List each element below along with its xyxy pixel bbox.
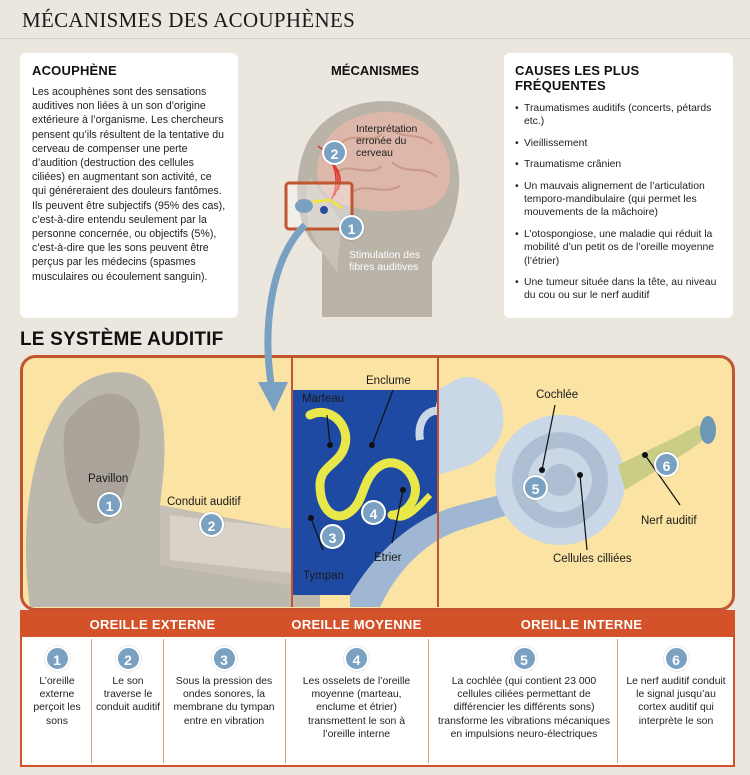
- step-text-4: Les osselets de l’oreille moyenne (marte…: [302, 676, 411, 740]
- mecanismes-heading: MÉCANISMES: [330, 63, 420, 78]
- zoom-arrow: [258, 222, 308, 412]
- mecanisme-step-1-badge: 1: [339, 215, 364, 240]
- step-badge-5: 5: [511, 646, 537, 671]
- page-title: MÉCANISMES DES ACOUPHÈNES: [22, 8, 356, 32]
- step-text-6: Le nerf auditif conduit le signal jusqu’…: [626, 676, 726, 727]
- cause-item: Une tumeur située dans la tête, au nivea…: [515, 276, 722, 303]
- step-column-5: 5 La cochlée (qui contient 23 000 cellul…: [436, 646, 612, 741]
- cause-item: Traumatismes auditifs (concerts, pétards…: [515, 102, 722, 129]
- diagram-badge-2: 2: [199, 512, 224, 537]
- title-divider: [0, 38, 750, 39]
- step-column-3: 3 Sous la pression des ondes sonores, la…: [168, 646, 280, 728]
- causes-list: Traumatismes auditifs (concerts, pétards…: [515, 102, 722, 303]
- step-column-2: 2 Le son traverse le conduit auditif: [94, 646, 162, 715]
- step-column-6: 6 Le nerf auditif conduit le signal jusq…: [623, 646, 729, 728]
- label-enclume: Enclume: [366, 375, 411, 387]
- acouphene-card: ACOUPHÈNE Les acouphènes sont des sensat…: [20, 53, 238, 318]
- diagram-badge-6: 6: [654, 452, 679, 477]
- column-divider: [285, 639, 286, 763]
- acouphene-heading: ACOUPHÈNE: [32, 63, 117, 78]
- step-badge-6: 6: [663, 646, 689, 671]
- section-label-moyenne: OREILLE MOYENNE: [291, 617, 422, 632]
- label-marteau: Marteau: [302, 393, 345, 405]
- label-cochlee: Cochlée: [536, 389, 579, 401]
- section-label-externe: OREILLE EXTERNE: [89, 617, 216, 632]
- step-column-1: 1 L’oreille externe perçoit les sons: [24, 646, 90, 728]
- label-nerf: Nerf auditif: [641, 515, 697, 527]
- interpretation-label: Interprétation erronée du cerveau: [356, 124, 418, 159]
- column-divider: [163, 639, 164, 763]
- cause-item: Un mauvais alignement de l’articulation …: [515, 180, 722, 220]
- cause-item: Traumatisme crânien: [515, 158, 722, 172]
- step-badge-4: 4: [344, 646, 369, 671]
- section-label-interne: OREILLE INTERNE: [520, 617, 643, 632]
- step-text-2: Le son traverse le conduit auditif: [95, 676, 161, 714]
- column-divider: [428, 639, 429, 763]
- diagram-badge-4: 4: [361, 500, 386, 525]
- diagram-badge-3: 3: [320, 524, 345, 549]
- column-divider: [91, 639, 92, 763]
- cause-item: Vieillissement: [515, 137, 722, 151]
- diagram-badge-1: 1: [97, 492, 122, 517]
- stimulation-label: Stimulation des fibres auditives: [349, 250, 421, 273]
- label-conduit: Conduit auditif: [167, 496, 241, 508]
- label-tympan: Tympan: [303, 570, 344, 582]
- section-band: [20, 610, 735, 637]
- causes-heading: CAUSES LES PLUS FRÉQUENTES: [515, 63, 640, 93]
- mecanisme-step-2-badge: 2: [322, 140, 347, 165]
- cause-item: L’otospongiose, une maladie qui réduit l…: [515, 228, 722, 268]
- step-text-1: L’oreille externe perçoit les sons: [33, 676, 81, 727]
- section-title: LE SYSTÈME AUDITIF: [20, 329, 224, 350]
- diagram-badge-5: 5: [523, 475, 548, 500]
- label-pavillon: Pavillon: [88, 473, 129, 485]
- step-column-4: 4 Les osselets de l’oreille moyenne (mar…: [291, 646, 422, 741]
- step-text-3: Sous la pression des ondes sonores, la m…: [173, 676, 275, 727]
- label-cellules: Cellules cilliées: [553, 553, 632, 565]
- step-badge-3: 3: [211, 646, 237, 671]
- column-divider: [617, 639, 618, 763]
- step-text-5: La cochlée (qui contient 23 000 cellules…: [437, 676, 611, 740]
- acouphene-text: Les acouphènes sont des sensations audit…: [32, 86, 226, 283]
- step-badge-1: 1: [44, 646, 70, 671]
- causes-card: CAUSES LES PLUS FRÉQUENTES Traumatismes …: [504, 53, 733, 318]
- label-etrier: Etrier: [374, 552, 402, 564]
- step-badge-2: 2: [115, 646, 141, 671]
